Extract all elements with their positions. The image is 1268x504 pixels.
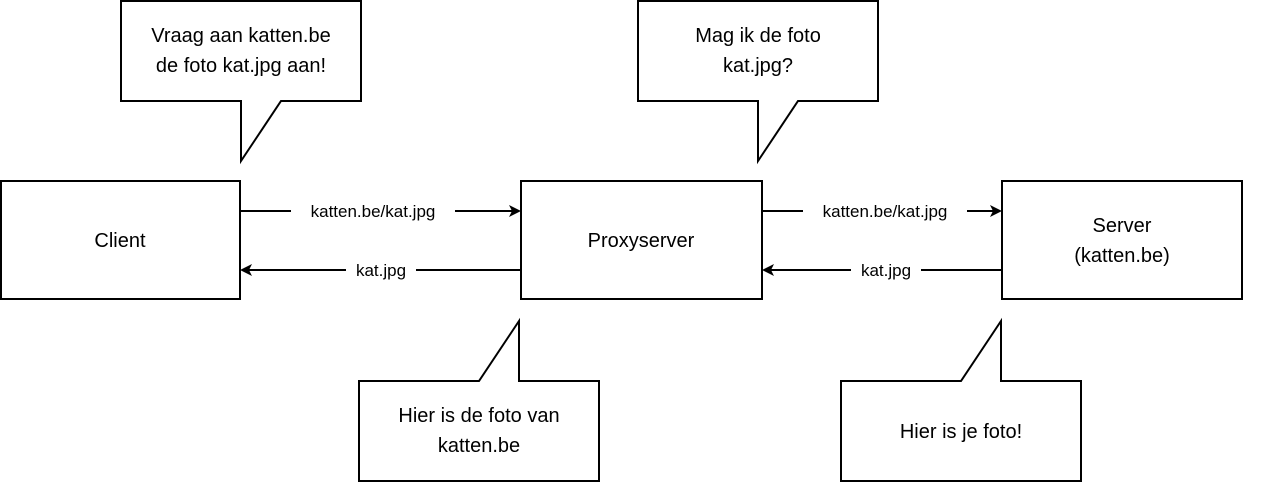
server-node[interactable]: Server (katten.be) <box>1001 180 1243 300</box>
callout-proxy-request-line1: Mag ik de foto <box>695 25 821 47</box>
callout-client-line2: de foto kat.jpg aan! <box>156 55 326 77</box>
edge-server-to-proxy-label: kat.jpg <box>861 261 911 280</box>
callout-server[interactable]: Hier is je foto! <box>840 317 1082 482</box>
callout-client[interactable]: Vraag aan katten.be de foto kat.jpg aan! <box>120 0 362 165</box>
edge-proxy-to-server[interactable]: katten.be/kat.jpg <box>762 200 1002 222</box>
edge-client-to-proxy-label: katten.be/kat.jpg <box>311 202 436 221</box>
callout-proxy-response-line1: Hier is de foto van <box>398 405 559 427</box>
proxyserver-label: Proxyserver <box>588 230 695 252</box>
client-label: Client <box>94 230 146 252</box>
callout-server-line1: Hier is je foto! <box>900 421 1022 443</box>
callout-proxy-response-line2: katten.be <box>438 435 520 457</box>
edge-server-to-proxy[interactable]: kat.jpg <box>762 259 1002 281</box>
edge-proxy-to-client[interactable]: kat.jpg <box>240 259 521 281</box>
server-label-line1: Server <box>1093 215 1152 237</box>
callout-client-line1: Vraag aan katten.be <box>151 25 330 47</box>
client-node[interactable]: Client <box>0 180 241 300</box>
edge-proxy-to-server-label: katten.be/kat.jpg <box>823 202 948 221</box>
server-label-line2: (katten.be) <box>1074 245 1170 267</box>
callout-proxy-request-line2: kat.jpg? <box>723 55 793 77</box>
callout-proxy-request[interactable]: Mag ik de foto kat.jpg? <box>637 0 879 165</box>
proxyserver-node[interactable]: Proxyserver <box>520 180 763 300</box>
callout-proxy-response[interactable]: Hier is de foto van katten.be <box>358 317 600 482</box>
edge-client-to-proxy[interactable]: katten.be/kat.jpg <box>240 200 521 222</box>
edge-proxy-to-client-label: kat.jpg <box>356 261 406 280</box>
